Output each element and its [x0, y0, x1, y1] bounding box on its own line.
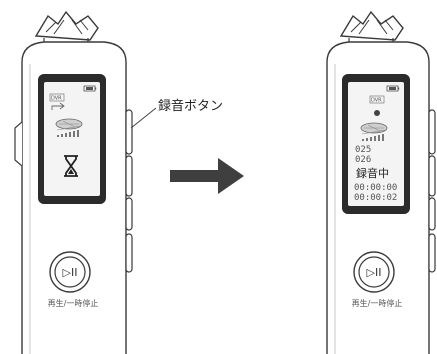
left-side-button-3[interactable] — [125, 197, 133, 231]
right-remaining-time: 00:00:02 — [354, 193, 397, 203]
right-lcd-screen — [348, 82, 404, 206]
left-record-button[interactable] — [125, 109, 133, 155]
right-elapsed-time: 00:00:00 — [354, 183, 397, 193]
right-status-text: 録音中 — [356, 166, 389, 180]
left-side-button-2[interactable] — [125, 155, 133, 197]
left-recorder: DVR ▷II 再生/一時停止 — [14, 11, 133, 354]
transition-arrow — [170, 158, 244, 194]
right-play-pause-symbol: ▷II — [367, 266, 382, 279]
right-side-button-2[interactable] — [428, 155, 436, 197]
left-play-pause-caption: 再生/一時停止 — [48, 298, 99, 308]
battery-icon — [386, 85, 400, 92]
battery-icon — [83, 85, 97, 92]
left-play-pause-symbol: ▷II — [63, 266, 78, 279]
left-side-button-4[interactable] — [125, 233, 133, 273]
left-side-switch[interactable] — [14, 121, 23, 167]
left-lcd-screen — [44, 82, 100, 196]
right-mic-grille — [340, 11, 404, 41]
left-mode-badge: DVR — [51, 96, 62, 102]
callout-label: 録音ボタン — [158, 98, 223, 114]
right-side-button-4[interactable] — [428, 233, 436, 273]
right-next-file-number: 026 — [355, 155, 371, 165]
hourglass-icon — [64, 155, 78, 177]
right-side-button-3[interactable] — [428, 197, 436, 231]
right-play-pause-caption: 再生/一時停止 — [352, 298, 403, 308]
repeat-icon — [51, 102, 65, 110]
right-file-number: 025 — [355, 145, 371, 155]
right-record-button[interactable] — [428, 109, 436, 155]
right-mode-badge: DVR — [371, 98, 382, 104]
record-dot-icon — [374, 110, 380, 116]
right-recorder: DVR 025 026 録音中 00:00:00 00:00:02 ▷II 再生… — [326, 11, 436, 354]
left-mic-grille — [35, 11, 99, 41]
record-button-callout: 録音ボタン — [130, 98, 223, 129]
